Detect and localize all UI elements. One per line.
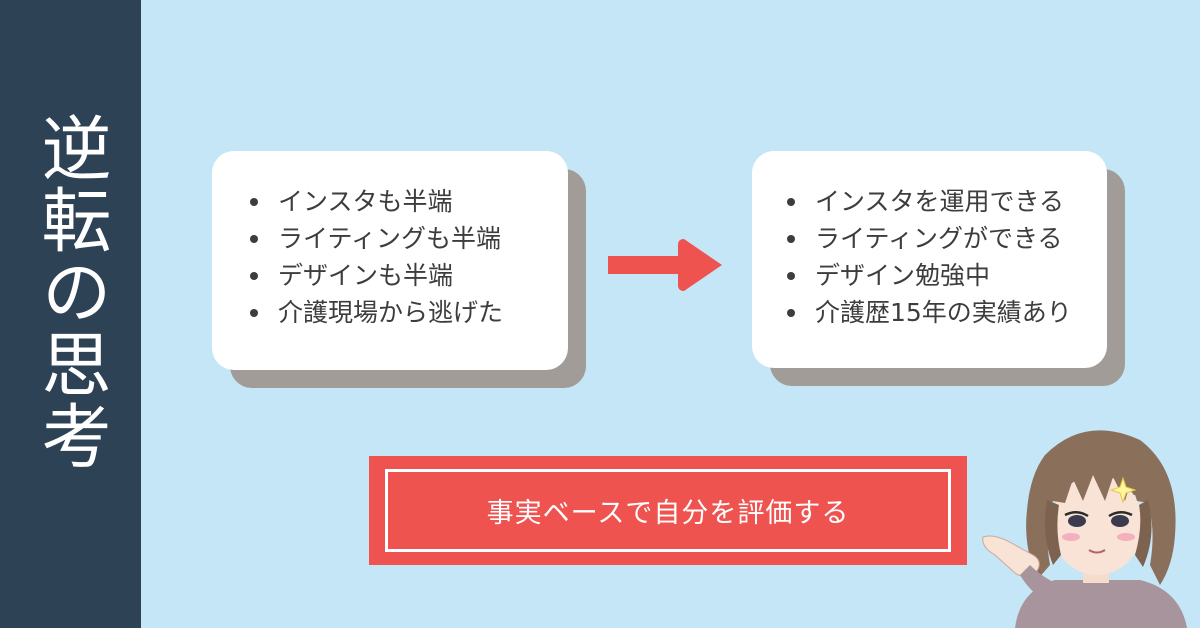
character-illustration [982, 430, 1187, 628]
after-card-body: インスタを運用できる ライティングができる デザイン勉強中 介護歴15年の実績あ… [752, 151, 1107, 368]
bullet-icon [250, 234, 258, 243]
list-item-label: デザイン勉強中 [815, 261, 991, 290]
bullet-icon [787, 234, 795, 243]
list-item-label: インスタも半端 [278, 187, 453, 216]
list-item-label: インスタを運用できる [815, 187, 1065, 216]
list-item-label: 介護現場から逃げた [278, 298, 504, 327]
list-item: インスタを運用できる [787, 183, 1072, 220]
conclusion-banner: 事実ベースで自分を評価する [369, 456, 967, 565]
bullet-icon [250, 271, 258, 280]
bullet-icon [787, 308, 795, 317]
list-item: インスタも半端 [250, 183, 503, 220]
list-item: 介護歴15年の実績あり [787, 294, 1072, 331]
list-item: ライティングも半端 [250, 220, 503, 257]
list-item: デザイン勉強中 [787, 257, 1072, 294]
bullet-icon [250, 197, 258, 206]
before-list: インスタも半端 ライティングも半端 デザインも半端 介護現場から逃げた [250, 183, 503, 331]
list-item-label: デザインも半端 [278, 261, 454, 290]
before-card: インスタも半端 ライティングも半端 デザインも半端 介護現場から逃げた [212, 151, 586, 388]
list-item: ライティングができる [787, 220, 1072, 257]
bullet-icon [250, 308, 258, 317]
list-item: デザインも半端 [250, 257, 503, 294]
list-item: 介護現場から逃げた [250, 294, 503, 331]
banner-text: 事実ベースで自分を評価する [385, 469, 951, 552]
list-item-label: ライティングができる [815, 224, 1063, 253]
after-list: インスタを運用できる ライティングができる デザイン勉強中 介護歴15年の実績あ… [787, 183, 1072, 331]
bullet-icon [787, 271, 795, 280]
bullet-icon [787, 197, 795, 206]
list-item-label: ライティングも半端 [278, 224, 502, 253]
right-arrow-icon [608, 239, 722, 291]
list-item-label: 介護歴15年の実績あり [815, 298, 1072, 327]
after-card: インスタを運用できる ライティングができる デザイン勉強中 介護歴15年の実績あ… [752, 151, 1125, 386]
before-card-body: インスタも半端 ライティングも半端 デザインも半端 介護現場から逃げた [212, 151, 568, 370]
page-title: 逆転の思考 [30, 112, 112, 472]
sidebar: 逆転の思考 [0, 0, 141, 628]
